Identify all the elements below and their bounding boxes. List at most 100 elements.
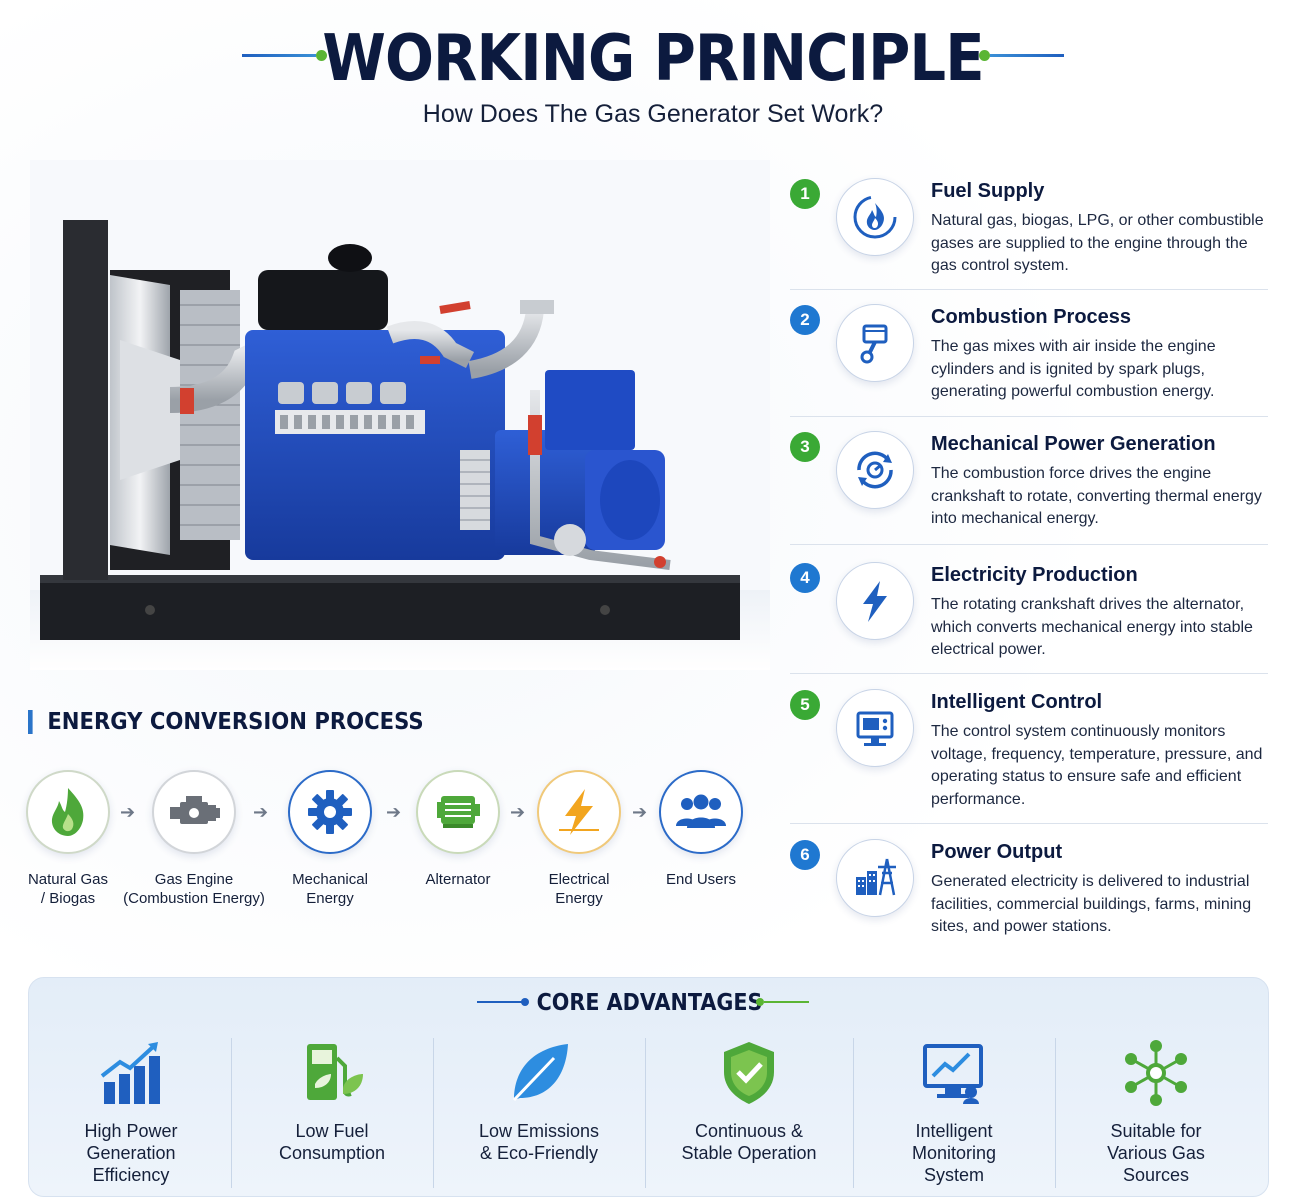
gear-icon: [288, 770, 372, 854]
advantage-label-line: Suitable for: [1110, 1121, 1202, 1141]
title-left-line: [242, 54, 316, 57]
page-subtitle: How Does The Gas Generator Set Work?: [422, 100, 884, 128]
flow-arrow-icon: ➔: [632, 802, 648, 822]
advantage-label: Low Fuel Consumption: [231, 1120, 433, 1164]
flow-label: Gas Engine (Combustion Energy): [119, 870, 269, 908]
title-right-dot: [979, 50, 990, 61]
step-description: The combustion force drives the engine c…: [931, 465, 1262, 528]
adv-right-line: [764, 1001, 809, 1003]
flow-label-line: Mechanical: [292, 871, 368, 888]
adv-left-line: [477, 1001, 525, 1003]
flow-label-line: End Users: [665, 871, 737, 888]
users-group-icon: [659, 770, 743, 854]
advantage-divider: [231, 1038, 232, 1188]
flow-label-line: Gas Engine: [154, 871, 234, 888]
monitor-chart-icon: [923, 1044, 983, 1104]
advantage-label-line: & Eco-Friendly: [479, 1143, 599, 1163]
crankshaft-rotation-icon: [836, 431, 914, 509]
energy-conversion-title: ENERGY CONVERSION PROCESS: [28, 710, 424, 734]
advantage-label: Low Emissions & Eco-Friendly: [433, 1120, 645, 1164]
advantage-divider: [645, 1038, 646, 1188]
generator-illustration: [30, 160, 770, 670]
step-description: The gas mixes with air inside the engine…: [931, 338, 1216, 401]
advantage-divider: [1055, 1038, 1056, 1188]
piston-icon: [836, 304, 914, 382]
step-title: Fuel Supply: [931, 180, 1045, 202]
step-number: 2: [790, 305, 820, 335]
advantage-label-line: Sources: [1122, 1165, 1190, 1185]
step-divider: [790, 544, 1268, 545]
lightning-bolt-icon: [836, 562, 914, 640]
advantage-label-line: Consumption: [278, 1143, 386, 1163]
bar-chart-growth-icon: [100, 1042, 160, 1104]
advantage-divider: [433, 1038, 434, 1188]
advantage-label-line: Various Gas: [1107, 1143, 1205, 1163]
flow-arrow-icon: ➔: [253, 802, 269, 822]
engine-icon: [152, 770, 236, 854]
advantage-label: High Power Generation Efficiency: [29, 1120, 233, 1186]
flow-label: Electrical Energy: [504, 870, 654, 908]
green-flame-icon: [26, 770, 110, 854]
flow-arrow-icon: ➔: [386, 802, 402, 822]
electric-bolt-icon: [537, 770, 621, 854]
step-title: Electricity Production: [931, 564, 1138, 586]
advantage-divider: [853, 1038, 854, 1188]
advantage-label: Continuous & Stable Operation: [645, 1120, 853, 1164]
advantage-label-line: Intelligent: [915, 1121, 993, 1141]
step-title: Combustion Process: [931, 306, 1132, 328]
flow-label: End Users: [626, 870, 776, 889]
advantage-label-line: High Power: [84, 1121, 178, 1141]
advantage-label-line: Continuous &: [694, 1121, 804, 1141]
flow-label-line: (Combustion Energy): [123, 890, 265, 907]
leaf-icon: [512, 1044, 568, 1102]
molecule-network-icon: [1125, 1040, 1187, 1106]
step-title: Intelligent Control: [931, 691, 1103, 713]
flow-label: Mechanical Energy: [255, 870, 405, 908]
step-description: The control system continuously monitors…: [931, 723, 1263, 808]
power-tower-buildings-icon: [836, 839, 914, 917]
flow-arrow-icon: ➔: [510, 802, 526, 822]
step-number: 6: [790, 840, 820, 870]
step-title: Power Output: [931, 841, 1063, 863]
step-divider: [790, 823, 1268, 824]
flow-label-line: Energy: [306, 890, 354, 907]
advantage-label-line: Low Fuel: [295, 1121, 369, 1141]
step-number: 5: [790, 690, 820, 720]
advantage-label-line: System: [923, 1165, 984, 1185]
core-advantages-panel: CORE ADVANTAGES High Power Generation Ef…: [28, 977, 1269, 1197]
flow-arrow-icon: ➔: [120, 802, 136, 822]
step-divider: [790, 673, 1268, 674]
page-title: WORKING PRINCIPLE: [322, 22, 984, 96]
flow-label-line: Natural Gas: [27, 871, 109, 888]
flow-label: Natural Gas / Biogas: [0, 870, 143, 908]
adv-left-dot: [521, 998, 529, 1006]
flow-label-line: / Biogas: [40, 890, 96, 907]
core-advantages-title: CORE ADVANTAGES: [536, 990, 763, 1016]
flow-label-line: Electrical: [548, 871, 610, 888]
advantage-label-line: Efficiency: [92, 1165, 170, 1185]
flame-icon: [836, 178, 914, 256]
flow-label: Alternator: [383, 870, 533, 889]
advantage-label-line: Low Emissions: [478, 1121, 600, 1141]
title-right-line: [990, 54, 1064, 57]
step-description: The rotating crankshaft drives the alter…: [931, 596, 1253, 659]
step-description: Natural gas, biogas, LPG, or other combu…: [931, 212, 1264, 275]
step-number: 1: [790, 179, 820, 209]
flow-label-line: Energy: [555, 890, 603, 907]
header: WORKING PRINCIPLE: [0, 22, 1306, 96]
step-number: 4: [790, 563, 820, 593]
advantage-label: Suitable for Various Gas Sources: [1055, 1120, 1257, 1186]
fuel-pump-leaf-icon: [307, 1044, 363, 1100]
advantage-label-line: Generation: [86, 1143, 176, 1163]
advantage-label: Intelligent Monitoring System: [853, 1120, 1055, 1186]
title-left-dot: [316, 50, 327, 61]
control-monitor-icon: [836, 689, 914, 767]
shield-check-icon: [724, 1042, 774, 1104]
step-divider: [790, 416, 1268, 417]
step-divider: [790, 289, 1268, 290]
alternator-icon: [416, 770, 500, 854]
advantage-label-line: Monitoring: [911, 1143, 997, 1163]
step-description: Generated electricity is delivered to in…: [931, 873, 1252, 936]
flow-label-line: Alternator: [425, 871, 491, 888]
step-title: Mechanical Power Generation: [931, 433, 1216, 455]
